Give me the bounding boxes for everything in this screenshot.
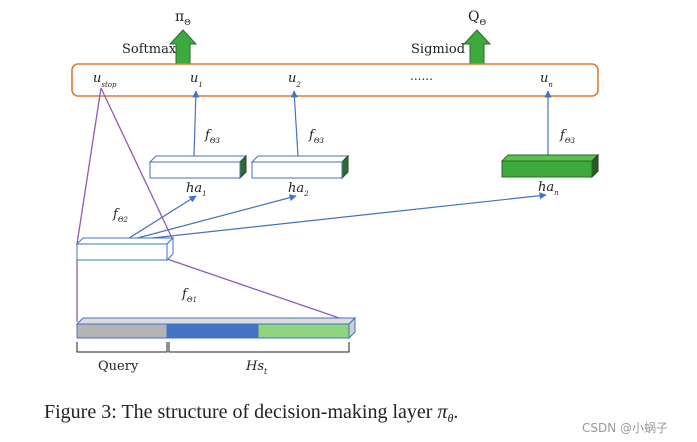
hs-green-segment	[257, 323, 350, 339]
f-theta1-label: fΘ1	[181, 287, 197, 304]
figure-caption: Figure 3: The structure of decision-maki…	[44, 401, 458, 425]
pi-theta-label: πΘ	[175, 9, 191, 27]
arrow-ha2-to-u2	[290, 90, 299, 157]
un-label: un	[540, 71, 553, 89]
f-theta3-label-2: fΘ3	[308, 128, 325, 145]
purple-connection-lines	[76, 87, 352, 323]
softmax-arrow-icon	[168, 29, 198, 65]
query-bracket	[76, 342, 168, 353]
f-theta3-label-n: fΘ3	[559, 128, 576, 145]
arrow-f2-to-han	[133, 192, 547, 241]
ha2-box	[250, 154, 350, 180]
u1-label: u1	[190, 71, 203, 89]
hs-label: Hst	[245, 359, 268, 376]
ha2-label: ha2	[288, 181, 309, 198]
watermark: CSDN @小蜗子	[582, 420, 668, 435]
han-box	[500, 153, 600, 179]
u-layer-box	[71, 63, 599, 97]
u-stop-label: ustop	[93, 71, 117, 89]
ellipsis-label: ......	[410, 69, 433, 83]
hs-bracket	[168, 342, 350, 353]
query-segment	[76, 323, 168, 339]
softmax-label: Softmax	[122, 42, 177, 57]
f-theta2-label: fΘ2	[112, 207, 129, 224]
f2-box	[75, 236, 175, 262]
han-label: han	[538, 180, 559, 197]
arrow-ha1-to-u1	[192, 90, 200, 157]
sigmoid-label: Sigmiod	[411, 42, 465, 57]
arrow-f2-to-ha2	[129, 194, 297, 241]
query-label: Query	[98, 359, 139, 374]
f-theta3-label-1: fΘ3	[204, 128, 221, 145]
u2-label: u2	[288, 71, 301, 89]
arrow-f2-to-ha1	[125, 195, 197, 241]
ha1-label: ha1	[186, 181, 207, 198]
sigmoid-arrow-icon	[462, 29, 492, 65]
hs-blue-segment	[166, 323, 259, 339]
ha1-box	[148, 154, 248, 180]
input-bar	[75, 316, 357, 340]
q-theta-label: QΘ	[468, 9, 486, 27]
